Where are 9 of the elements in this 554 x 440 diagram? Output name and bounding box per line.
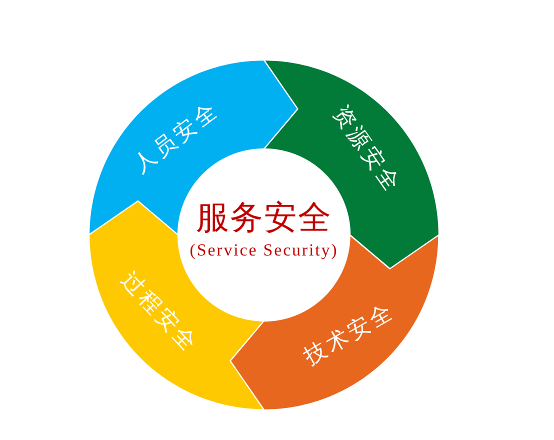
- center-subtitle: (Service Security): [190, 242, 338, 258]
- segment-label: 资源安全: [328, 102, 404, 198]
- ring-arrow-segment: [88, 200, 265, 411]
- segment-label: 技术安全: [301, 300, 399, 370]
- segment-label: 人员安全: [130, 99, 224, 177]
- ring-arrow-segment: [88, 59, 299, 236]
- ring-arrow-segment: [263, 59, 440, 270]
- segment-label: 过程安全: [116, 268, 202, 358]
- center-title: 服务安全: [196, 200, 332, 234]
